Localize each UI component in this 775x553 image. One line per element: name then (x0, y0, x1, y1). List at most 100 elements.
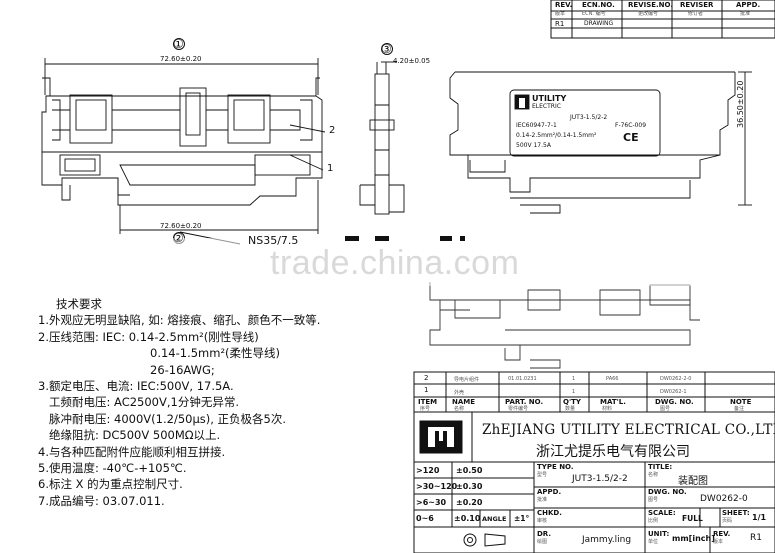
dr-label-cn: 绘图 (537, 539, 548, 545)
dr-value: Jammy.ling (582, 535, 632, 545)
technical-requirements: 技术要求 1.外观应无明显缺陷, 如: 熔接痕、缩孔、颜色不一致等. 2.压线范… (38, 296, 320, 509)
bom-header-qty: Q'TY (563, 398, 581, 406)
tol-value-4: ±0.10 (454, 514, 481, 523)
label-temp: F-76C-009 (615, 122, 647, 129)
rev-header-reviser: REVISER (680, 1, 714, 9)
title-label: TITLE: (648, 463, 673, 471)
note-line-5: 3.额定电压、电流: IEC:500V, 17.5A. (38, 379, 234, 394)
appd-label-cn: 批准 (537, 497, 548, 503)
scale-value: FULL (682, 514, 703, 523)
sheet-label-cn: 页码 (722, 518, 733, 524)
note-line-1: 1.外观应无明显缺陷, 如: 熔接痕、缩孔、颜色不一致等. (38, 313, 321, 328)
tol-range-1: >120 (416, 466, 440, 475)
label-model: JUT3-1.5/2-2 (570, 114, 608, 121)
unit-label: UNIT: (648, 530, 670, 538)
callout-1: ① (173, 37, 184, 51)
dim-width-bottom: 72.60±0.20 (160, 222, 202, 230)
angle-tol: ±1° (514, 514, 530, 523)
chkd-label-cn: 审核 (537, 518, 548, 524)
sheet-value: 1/1 (752, 513, 767, 522)
note-line-8: 绝缘阻抗: DC500V 500MΩ以上. (49, 428, 221, 443)
leader-1: 1 (327, 163, 334, 174)
watermark: trade.china.com (270, 244, 520, 282)
dwg-label-cn: 图号 (648, 497, 659, 503)
company-name-en: ZhEJIANG UTILITY ELECTRICAL CO.,LTD (482, 422, 775, 438)
bom-header-name-cn: 名称 (454, 406, 465, 412)
note-line-12: 7.成品编号: 03.07.011. (38, 493, 165, 508)
bom-header-dwg-cn: 图号 (660, 406, 671, 412)
bom-header-mat-cn: 材料 (602, 406, 613, 412)
label-rating: 500V 17.5A (516, 142, 551, 149)
bom-header-part: PART. NO. (505, 398, 544, 406)
bom-row-2-mat: PA66 (606, 376, 619, 382)
bom-row-1-name: 外壳 (454, 390, 465, 396)
callout-3: ③ (381, 42, 392, 56)
bom-header-note: NOTE (730, 398, 752, 406)
angle-label: ANGLE (482, 515, 507, 523)
tol-value-1: ±0.50 (456, 466, 483, 475)
fade-band (0, 238, 775, 286)
rev-row-ecn: DRAWING (584, 20, 614, 27)
scale-label: SCALE: (648, 509, 676, 517)
bom-header-item: ITEM (418, 398, 438, 406)
rev-header-rev-cn: 版本 (555, 11, 566, 17)
rev-value: R1 (750, 533, 762, 543)
front-view (41, 58, 326, 245)
lower-partial-view (429, 282, 700, 369)
note-line-7: 脉冲耐电压: 4000V(1.2/50μs), 正负极各5次. (49, 411, 287, 426)
label-brand-2: ELECTRIC (532, 103, 561, 110)
note-line-2: 2.压线范围: IEC: 0.14-2.5mm²(刚性导线) (38, 329, 259, 344)
tol-range-2: >30~120 (416, 482, 458, 491)
side-view (359, 61, 405, 215)
note-line-9: 4.与各种匹配附件应能顺利相互拼接. (38, 444, 226, 459)
bom-row-2-qty: 1 (572, 376, 576, 382)
rev-header-appd: APPD. (736, 1, 761, 9)
callout-2: ② (173, 231, 184, 245)
notes-title: 技术要求 (56, 297, 102, 311)
company-logo-graphic (419, 420, 463, 454)
bom-header-qty-cn: 数量 (565, 406, 576, 412)
bom-header-note-cn: 备注 (734, 406, 745, 412)
note-line-6: 工频耐电压: AC2500V,1分钟无异常. (49, 395, 239, 410)
note-line-3: 0.14-1.5mm²(柔性导线) (150, 346, 281, 361)
title-label-cn: 名称 (648, 472, 659, 478)
rev-label: REV. (713, 530, 731, 538)
title-block-lines (413, 371, 775, 553)
rev-header-revise-cn: 更改编号 (638, 11, 659, 17)
bom-header-name: NAME (452, 398, 476, 406)
bom-row-2-name: 导电片组件 (454, 377, 480, 383)
bom-header-part-cn: 零件编号 (508, 406, 529, 412)
type-label-cn: 型号 (537, 472, 548, 478)
note-line-11: 6.标注 X 的为重点控制尺寸. (38, 477, 183, 492)
bom-header-dwg: DWG. NO. (655, 398, 694, 406)
rev-row-rev: R1 (555, 20, 565, 28)
bom-row-2-item: 2 (424, 374, 429, 382)
rev-header-ecn: ECN.NO. (582, 1, 615, 9)
bom-row-2-part: 01.01.0231 (508, 376, 537, 382)
callout-circle-3 (381, 43, 393, 55)
note-line-10: 5.使用温度: -40℃-+105℃. (38, 461, 187, 476)
type-label: TYPE NO. (537, 463, 574, 471)
rev-header-rev: REV. (555, 1, 573, 9)
label-wire: 0.14-2.5mm²/0.14-1.5mm² (516, 132, 597, 139)
label-ce-mark: CE (623, 131, 639, 144)
chkd-label: CHKD. (537, 509, 562, 517)
dr-label: DR. (537, 530, 551, 538)
rail-label: NS35/7.5 (248, 234, 299, 247)
rev-label-cn: 版本 (713, 539, 724, 545)
bom-row-1-dwg: DW0262-1 (660, 389, 687, 395)
sheet-label: SHEET: (722, 509, 750, 517)
tol-value-2: ±0.30 (456, 482, 483, 491)
leader-2: 2 (329, 125, 336, 136)
dim-width-top: 72.60±0.20 (160, 55, 202, 63)
note-line-4: 26-16AWG; (150, 362, 215, 377)
label-brand-1: UTILITY (532, 94, 567, 103)
appd-label: APPD. (537, 488, 562, 496)
tol-range-4: 0~6 (416, 514, 434, 523)
rev-header-revise: REVISE.NO. (628, 1, 673, 9)
rev-header-ecn-cn: ECN. 编号 (582, 11, 606, 17)
title-value: 装配图 (678, 476, 708, 487)
bom-row-1-item: 1 (424, 386, 429, 394)
right-view (449, 71, 752, 214)
unit-label-cn: 单位 (648, 539, 659, 545)
